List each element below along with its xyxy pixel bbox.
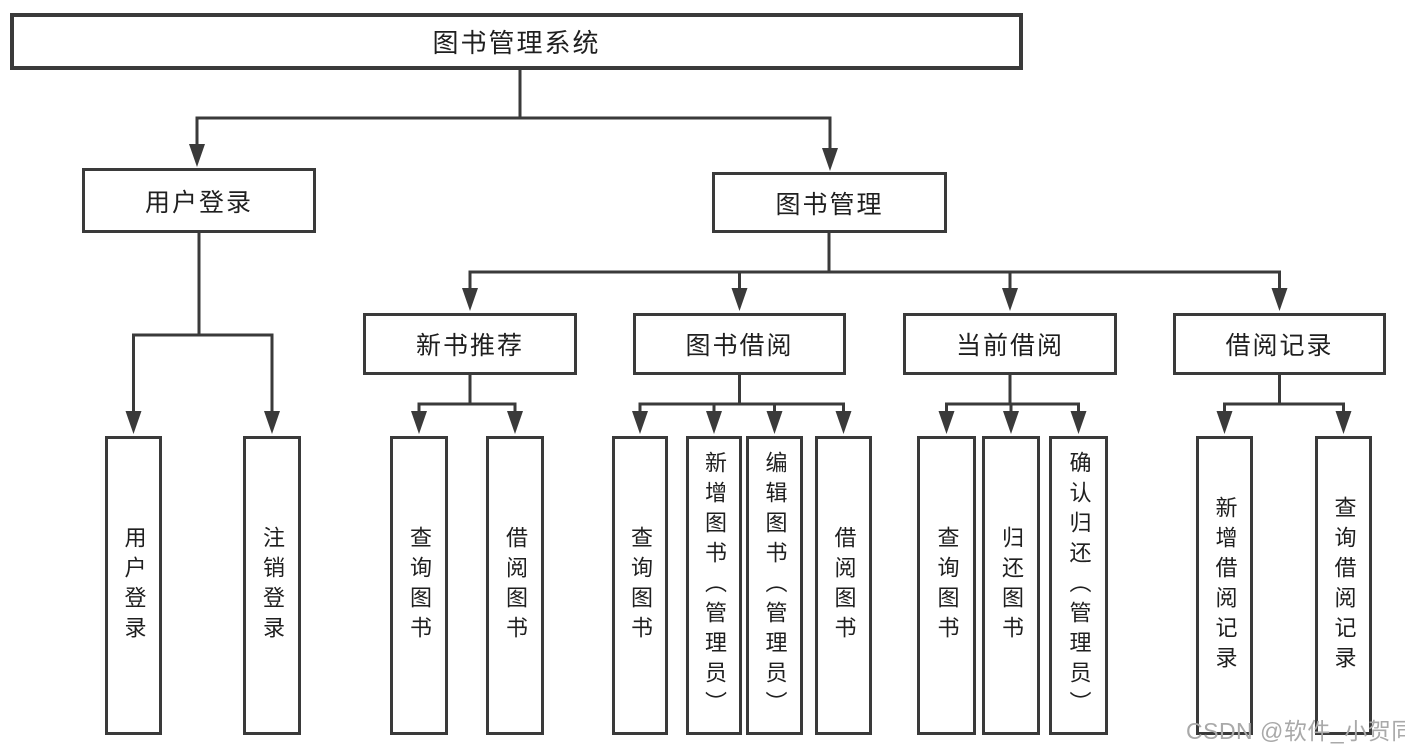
leaf-query-borrow-record-label: 查询借阅记录 [1331, 495, 1357, 676]
leaf-borrow-books-recommend: 借阅图书 [486, 436, 544, 735]
arrowheads-current-borrow [938, 411, 1087, 434]
csdn-watermark: CSDN @软件_小贺同学 [1186, 718, 1405, 744]
leaf-user-login-label: 用户登录 [121, 525, 147, 646]
arrowheads-book-mgmt [462, 288, 1288, 311]
leaf-borrow-books-borrowing-label: 借阅图书 [831, 525, 857, 646]
node-book-borrowing: 图书借阅 [633, 313, 846, 375]
connector-root [195, 70, 832, 150]
node-book-management: 图书管理 [712, 172, 947, 233]
leaf-logout: 注销登录 [243, 436, 301, 735]
connector-book-mgmt [468, 233, 1281, 290]
leaf-return-books: 归还图书 [982, 436, 1040, 735]
leaf-borrow-books-borrowing: 借阅图书 [815, 436, 872, 735]
node-root: 图书管理系统 [10, 13, 1023, 70]
node-borrowing-records: 借阅记录 [1173, 313, 1386, 375]
node-borrowing-records-label: 借阅记录 [1225, 332, 1334, 360]
leaf-add-book-admin: 新增图书（管理员） [686, 436, 742, 735]
arrowheads-borrow-records [1216, 411, 1352, 434]
leaf-return-books-label: 归还图书 [999, 525, 1024, 646]
arrowheads-root [189, 144, 838, 171]
arrowheads-new-book-rec [411, 411, 523, 434]
leaf-query-books-borrowing: 查询图书 [612, 436, 668, 735]
leaf-query-borrow-record: 查询借阅记录 [1315, 436, 1372, 735]
leaf-add-borrow-record-label: 新增借阅记录 [1212, 495, 1238, 676]
arrowheads-user-login [125, 411, 280, 434]
leaf-user-login: 用户登录 [105, 436, 162, 735]
node-user-login: 用户登录 [82, 168, 316, 233]
connector-user-login [132, 233, 274, 412]
leaf-logout-label: 注销登录 [260, 525, 285, 646]
leaf-add-book-admin-label: 新增图书（管理员） [702, 450, 727, 721]
connector-current-borrow [945, 375, 1080, 412]
leaf-borrow-books-recommend-label: 借阅图书 [503, 525, 528, 646]
leaf-edit-book-admin: 编辑图书（管理员） [746, 436, 803, 735]
leaf-query-books-recommend: 查询图书 [390, 436, 448, 735]
leaf-confirm-return-admin-label: 确认归还（管理员） [1066, 450, 1092, 721]
arrowheads-book-borrow [632, 411, 852, 434]
node-new-book-recommend-label: 新书推荐 [415, 332, 524, 360]
node-user-login-label: 用户登录 [144, 188, 253, 217]
leaf-add-borrow-record: 新增借阅记录 [1196, 436, 1253, 735]
leaf-query-books-current: 查询图书 [917, 436, 976, 735]
connector-book-borrow [638, 375, 845, 412]
node-book-management-label: 图书管理 [775, 190, 884, 219]
node-current-borrowing: 当前借阅 [903, 313, 1117, 375]
leaf-query-books-recommend-label: 查询图书 [407, 525, 432, 646]
node-current-borrowing-label: 当前借阅 [955, 332, 1064, 360]
leaf-query-books-current-label: 查询图书 [934, 525, 960, 646]
leaf-query-books-borrowing-label: 查询图书 [628, 525, 653, 646]
connector-borrow-records [1223, 375, 1345, 412]
leaf-edit-book-admin-label: 编辑图书（管理员） [762, 450, 788, 721]
node-root-label: 图书管理系统 [432, 28, 601, 58]
leaf-confirm-return-admin: 确认归还（管理员） [1049, 436, 1108, 735]
node-book-borrowing-label: 图书借阅 [685, 332, 794, 360]
connector-new-book-rec [417, 375, 517, 412]
node-new-book-recommend: 新书推荐 [363, 313, 577, 375]
